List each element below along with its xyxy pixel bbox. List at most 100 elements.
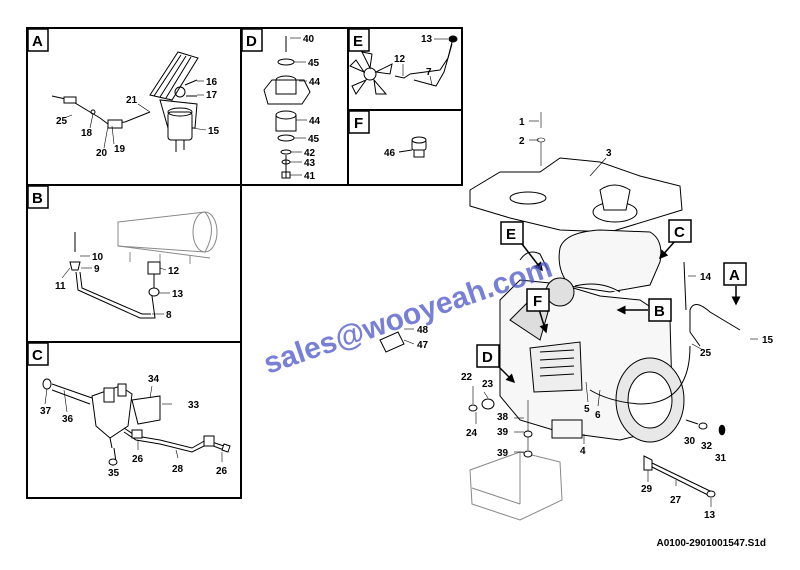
- panel-e-letter: E: [348, 28, 370, 52]
- panel-f-callouts: 46: [384, 148, 396, 159]
- svg-text:15: 15: [762, 335, 774, 346]
- svg-text:2: 2: [519, 136, 525, 147]
- svg-text:30: 30: [684, 436, 696, 447]
- panel-d-callouts: 40 45 44 44 45 42 43 41: [303, 34, 321, 182]
- panel-e-callouts: 13 12 7: [394, 34, 433, 78]
- svg-text:22: 22: [461, 372, 473, 383]
- engine-mount-drawing: [263, 36, 311, 179]
- svg-text:29: 29: [641, 484, 653, 495]
- fan-sensor-drawing: [349, 35, 458, 95]
- svg-text:24: 24: [466, 428, 478, 439]
- main-label-e: E: [500, 221, 524, 245]
- svg-text:C: C: [32, 347, 43, 364]
- svg-text:48: 48: [417, 325, 429, 336]
- svg-text:A: A: [729, 267, 740, 284]
- panel-b-leaders: [61, 255, 170, 315]
- svg-text:44: 44: [309, 77, 321, 88]
- svg-text:35: 35: [108, 468, 120, 479]
- svg-text:5: 5: [584, 404, 590, 415]
- main-label-b: B: [648, 298, 672, 322]
- main-label-c: C: [668, 219, 692, 243]
- svg-text:F: F: [533, 293, 542, 310]
- svg-text:36: 36: [62, 414, 74, 425]
- svg-text:46: 46: [384, 148, 396, 159]
- svg-text:12: 12: [394, 54, 406, 65]
- panel-a-callouts: 16 17 21 25 18 19 20 15: [56, 77, 220, 159]
- panel-d-letter: D: [241, 28, 263, 52]
- main-label-f: F: [526, 288, 550, 312]
- svg-text:1: 1: [519, 117, 525, 128]
- svg-text:3: 3: [606, 148, 612, 159]
- panel-d-leaders: [290, 37, 307, 176]
- main-leaders: [379, 112, 758, 507]
- svg-text:28: 28: [172, 464, 184, 475]
- svg-text:26: 26: [132, 454, 144, 465]
- svg-text:25: 25: [700, 348, 712, 359]
- panel-a-letter: A: [27, 28, 49, 52]
- svg-text:23: 23: [482, 379, 494, 390]
- svg-text:13: 13: [421, 34, 433, 45]
- panel-a-leaders: [63, 80, 207, 149]
- svg-text:D: D: [482, 349, 493, 366]
- svg-text:A: A: [32, 33, 43, 50]
- svg-text:13: 13: [172, 289, 184, 300]
- svg-text:6: 6: [595, 410, 601, 421]
- main-label-arrows: [495, 239, 741, 384]
- svg-text:17: 17: [206, 90, 218, 101]
- svg-text:B: B: [654, 303, 665, 320]
- pedal-assembly-drawing: [51, 51, 199, 152]
- main-callouts: 1 2 3 14 15 25 48 47 22 23 24 38 39 39 5…: [417, 117, 774, 521]
- svg-text:F: F: [354, 115, 363, 132]
- panel-f-letter: F: [348, 110, 370, 134]
- svg-text:38: 38: [497, 412, 509, 423]
- panel-b-letter: B: [27, 185, 49, 209]
- svg-text:18: 18: [81, 128, 93, 139]
- svg-text:14: 14: [700, 272, 712, 283]
- svg-text:8: 8: [166, 310, 172, 321]
- lower-bracket: [469, 451, 563, 521]
- engine-cover-plate: [469, 157, 683, 233]
- svg-text:40: 40: [303, 34, 315, 45]
- svg-text:45: 45: [308, 134, 320, 145]
- oil-pipe-lines: [69, 232, 161, 319]
- panel-b-callouts: 10 9 11 12 13 8: [55, 252, 184, 321]
- svg-text:44: 44: [309, 116, 321, 127]
- svg-text:47: 47: [417, 340, 429, 351]
- panel-c-callouts: 34 33 37 36 35 26 28 26: [40, 374, 228, 479]
- svg-text:12: 12: [168, 266, 180, 277]
- sender-drawing: [398, 136, 427, 158]
- svg-text:9: 9: [94, 264, 100, 275]
- svg-text:34: 34: [148, 374, 160, 385]
- oil-pipe-drawing: [117, 211, 218, 264]
- main-label-a: A: [723, 262, 747, 286]
- svg-text:26: 26: [216, 466, 228, 477]
- svg-text:10: 10: [92, 252, 104, 263]
- svg-text:33: 33: [188, 400, 200, 411]
- svg-text:E: E: [506, 226, 516, 243]
- svg-text:39: 39: [497, 427, 509, 438]
- svg-text:45: 45: [308, 58, 320, 69]
- svg-text:13: 13: [704, 510, 716, 521]
- svg-text:C: C: [674, 224, 685, 241]
- svg-text:E: E: [353, 33, 363, 50]
- svg-text:16: 16: [206, 77, 218, 88]
- panel-c-leaders: [44, 385, 223, 466]
- drawing-number: A0100-2901001547.S1d: [656, 538, 766, 549]
- svg-text:25: 25: [56, 116, 68, 127]
- svg-text:31: 31: [715, 453, 727, 464]
- main-label-d: D: [476, 344, 500, 368]
- svg-text:32: 32: [701, 441, 713, 452]
- panel-frames: [26, 27, 463, 499]
- svg-text:41: 41: [304, 171, 316, 182]
- svg-text:7: 7: [426, 67, 432, 78]
- svg-text:21: 21: [126, 95, 138, 106]
- control-valve-drawing: [42, 378, 231, 466]
- svg-text:19: 19: [114, 144, 126, 155]
- svg-text:43: 43: [304, 158, 316, 169]
- svg-text:27: 27: [670, 495, 682, 506]
- panel-c-letter: C: [27, 342, 49, 366]
- svg-text:11: 11: [55, 281, 66, 292]
- svg-text:D: D: [246, 33, 257, 50]
